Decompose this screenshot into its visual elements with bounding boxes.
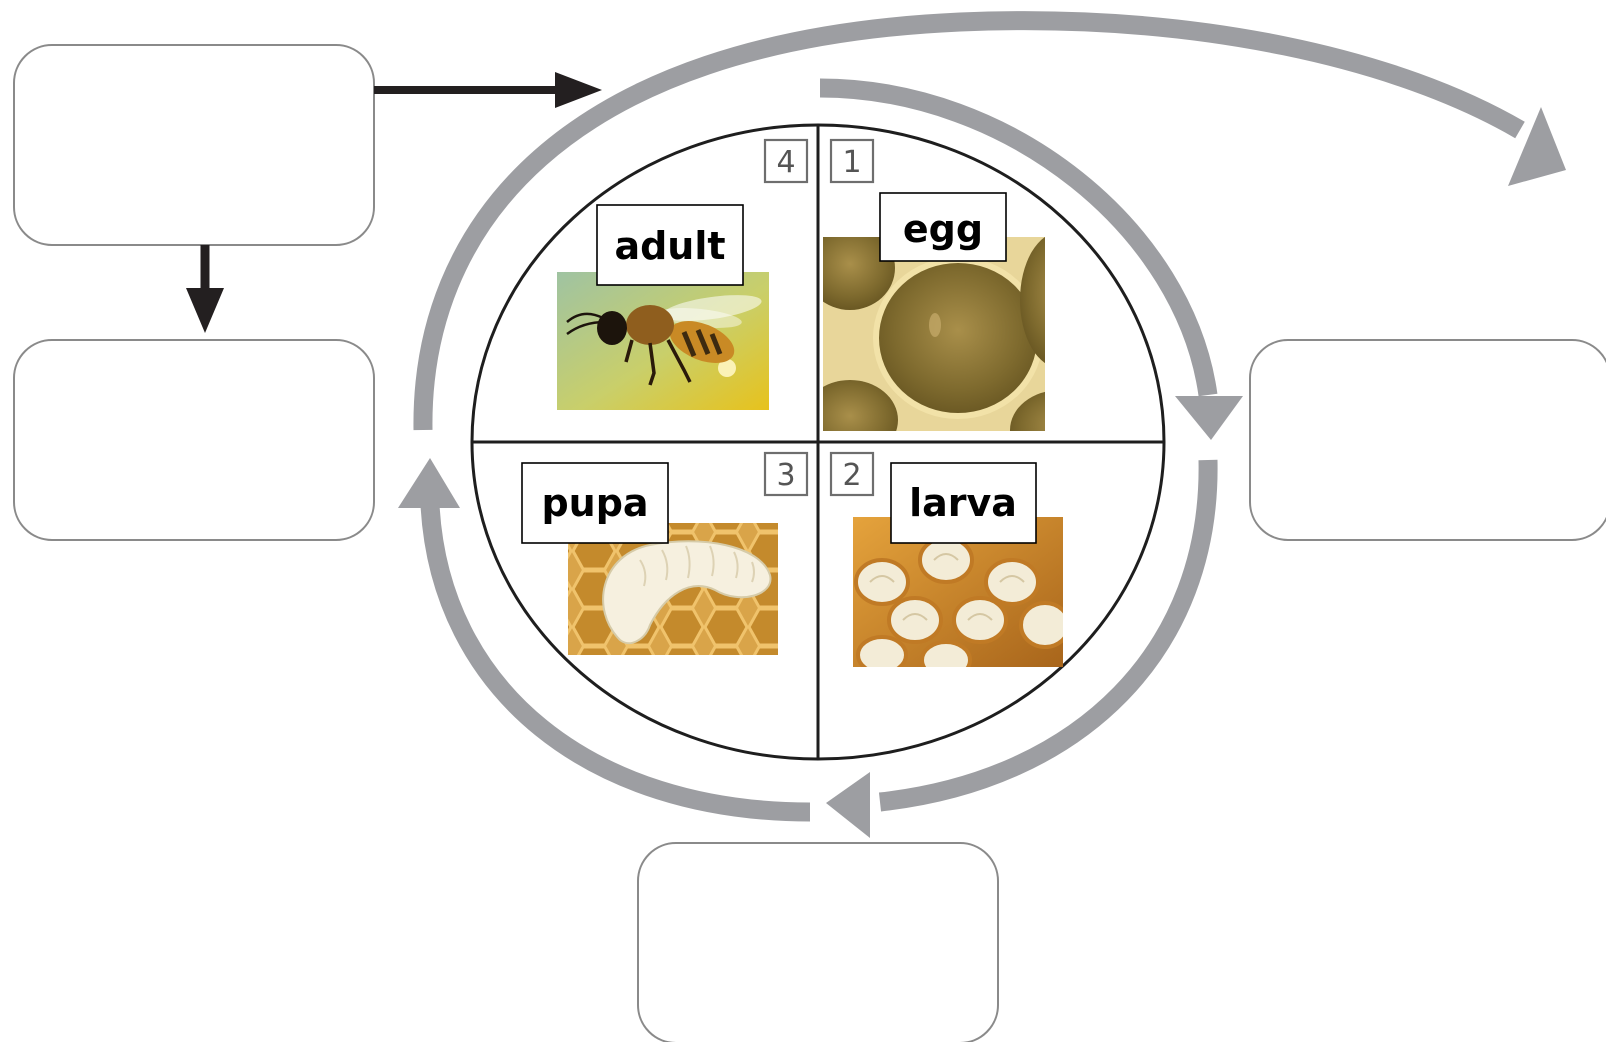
black-arrow-right	[374, 72, 602, 108]
answer-box-top-left[interactable]	[13, 44, 375, 246]
number-4-text: 4	[776, 145, 795, 180]
cycle-arrow-right	[819, 78, 1243, 440]
number-box-4: 4	[763, 138, 809, 184]
number-box-3: 3	[763, 451, 809, 497]
stage-label-egg: egg	[879, 192, 1007, 262]
stage-label-pupa: pupa	[521, 462, 669, 544]
black-arrow-down	[186, 245, 224, 333]
pupa-label-text: pupa	[541, 481, 648, 525]
pupa-photo	[568, 523, 778, 655]
answer-box-bottom[interactable]	[637, 842, 999, 1042]
adult-label-text: adult	[614, 224, 725, 268]
number-box-2: 2	[829, 451, 875, 497]
number-3-text: 3	[776, 458, 795, 493]
answer-box-right[interactable]	[1249, 339, 1606, 541]
answer-box-middle-left[interactable]	[13, 339, 375, 541]
cycle-arrow-bottom-right	[826, 459, 1218, 838]
adult-bee-photo	[557, 272, 769, 410]
number-1-text: 1	[842, 145, 861, 180]
number-box-1: 1	[829, 138, 875, 184]
stage-label-larva: larva	[890, 462, 1037, 544]
larva-label-text: larva	[909, 481, 1017, 525]
cycle-arrow-top-outer	[413, 11, 1566, 431]
stage-label-adult: adult	[596, 204, 744, 286]
egg-label-text: egg	[903, 207, 983, 251]
number-2-text: 2	[842, 458, 861, 493]
cycle-arrow-bottom-left	[398, 458, 811, 822]
